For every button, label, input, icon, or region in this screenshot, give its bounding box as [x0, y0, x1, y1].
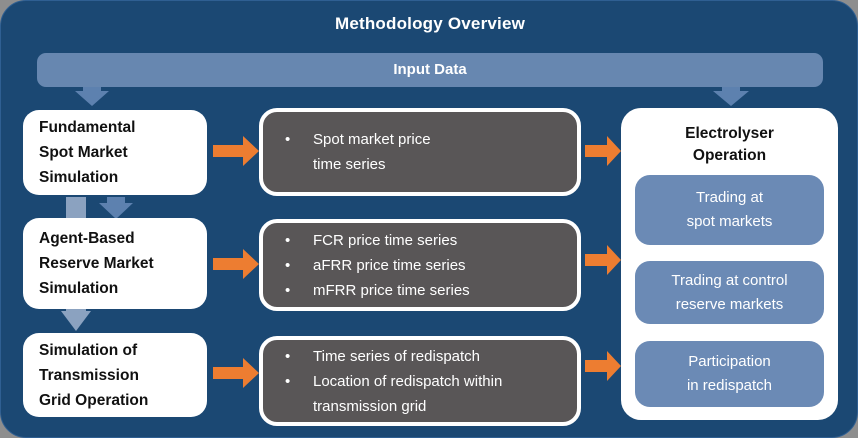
output-box-redispatch: • Time series of redispatch • Location o… [259, 336, 581, 426]
bullet-item: • mFRR price time series [279, 278, 567, 303]
bullet-item: • Spot market price time series [279, 127, 567, 177]
bullet-text: FCR price time series [313, 231, 458, 249]
electrolyser-item-control-reserve: Trading at control reserve markets [635, 261, 824, 324]
bullet-text: Location of redispatch within transmissi… [313, 372, 503, 415]
process-box-spot-market-simulation: Fundamental Spot Market Simulation [23, 110, 207, 195]
bullet-icon: • [285, 372, 291, 390]
page-title: Methodology Overview [334, 14, 526, 33]
process-box-label: Simulation of Transmission Grid Operatio… [39, 341, 149, 409]
bullet-text: mFRR price time series [313, 281, 470, 299]
arrow-right-spot-to-output-icon [213, 136, 259, 166]
arrow-right-output-to-electrolyser-3-icon [585, 351, 621, 381]
bullet-text: Time series of redispatch [313, 347, 481, 365]
bullet-text: Spot market price time series [313, 131, 431, 173]
arrow-right-grid-to-output-icon [213, 358, 259, 388]
output-box-reserve-prices: • FCR price time series • aFRR price tim… [259, 219, 581, 311]
process-box-label: Agent-Based Reserve Market Simulation [39, 230, 154, 297]
bullet-text: aFRR price time series [313, 256, 466, 274]
bullet-item: • aFRR price time series [279, 253, 567, 278]
electrolyser-item-redispatch: Participation in redispatch [635, 341, 824, 407]
bullet-icon: • [285, 347, 291, 365]
bullet-item: • Time series of redispatch [279, 344, 567, 369]
arrow-right-output-to-electrolyser-2-icon [585, 245, 621, 275]
arrow-down-input-to-electrolyser-icon [713, 87, 749, 106]
arrow-down-spot-to-reserve-icon [99, 197, 133, 219]
bullet-icon: • [285, 131, 291, 148]
bullet-icon: • [285, 231, 291, 249]
process-box-grid-operation-simulation: Simulation of Transmission Grid Operatio… [23, 333, 207, 417]
process-box-reserve-market-simulation: Agent-Based Reserve Market Simulation [23, 218, 207, 309]
bullet-icon: • [285, 281, 291, 299]
electrolyser-panel-title: Electrolyser Operation [685, 125, 774, 164]
bullet-item: • Location of redispatch within transmis… [279, 369, 567, 419]
input-data-bar: Input Data [37, 53, 823, 87]
arrow-down-input-to-spot-sim-icon [75, 87, 109, 106]
bullet-item: • FCR price time series [279, 228, 567, 253]
process-box-label: Fundamental Spot Market Simulation [39, 119, 136, 186]
bullet-icon: • [285, 256, 291, 274]
arrow-right-output-to-electrolyser-1-icon [585, 136, 621, 166]
arrow-right-reserve-to-output-icon [213, 249, 259, 279]
output-box-spot-prices: • Spot market price time series [259, 108, 581, 196]
electrolyser-item-spot-markets: Trading at spot markets [635, 175, 824, 245]
electrolyser-operation-panel: Electrolyser Operation Trading at spot m… [621, 108, 838, 420]
